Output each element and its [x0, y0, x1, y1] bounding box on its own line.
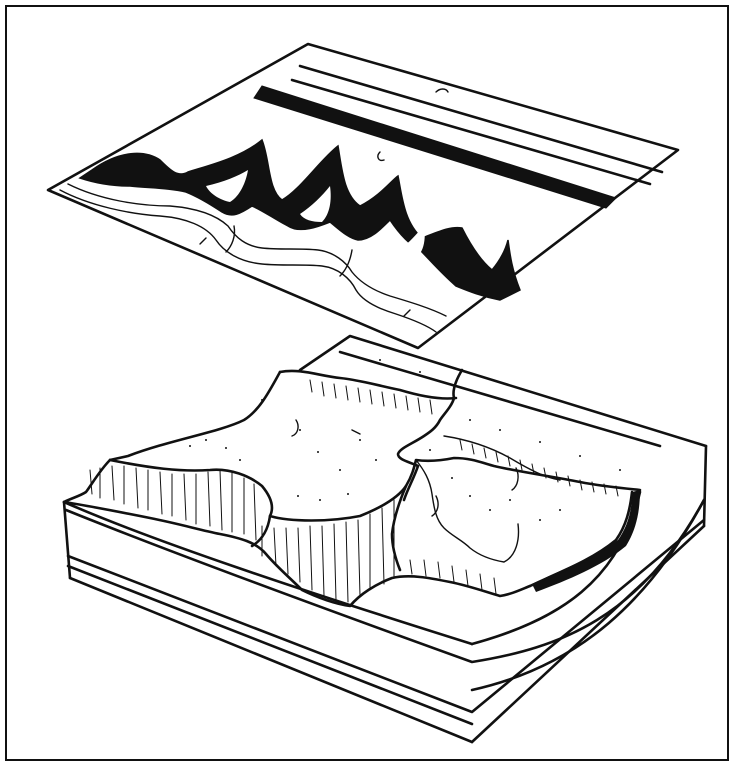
map-tick-2	[340, 250, 352, 276]
map-mark-1	[378, 152, 384, 160]
block-front-bottom-edge	[70, 578, 472, 742]
block-top-back-edge	[300, 336, 706, 446]
block-diagram	[64, 336, 706, 742]
upper-scarp-line	[280, 371, 456, 399]
upper-left-slope	[110, 372, 280, 460]
valley-wall-1	[416, 460, 518, 562]
back-ridge-line	[340, 352, 660, 446]
block-front-stratum-3	[68, 566, 472, 724]
surface-mark-1	[292, 420, 298, 436]
map-tick-4	[404, 310, 410, 316]
map-outcrop-band	[80, 140, 520, 300]
map-stripe-2	[292, 80, 650, 184]
map-mark-2	[436, 89, 448, 92]
surface-mark-2	[352, 430, 360, 434]
block-right-top-edge	[704, 446, 706, 526]
left-crest	[64, 460, 110, 502]
escarpment-crest	[110, 458, 640, 521]
block-right-stratum-1	[472, 492, 640, 644]
map-tick-3	[200, 238, 206, 244]
map-sheet	[48, 44, 678, 348]
cliff-hachures	[90, 380, 618, 602]
